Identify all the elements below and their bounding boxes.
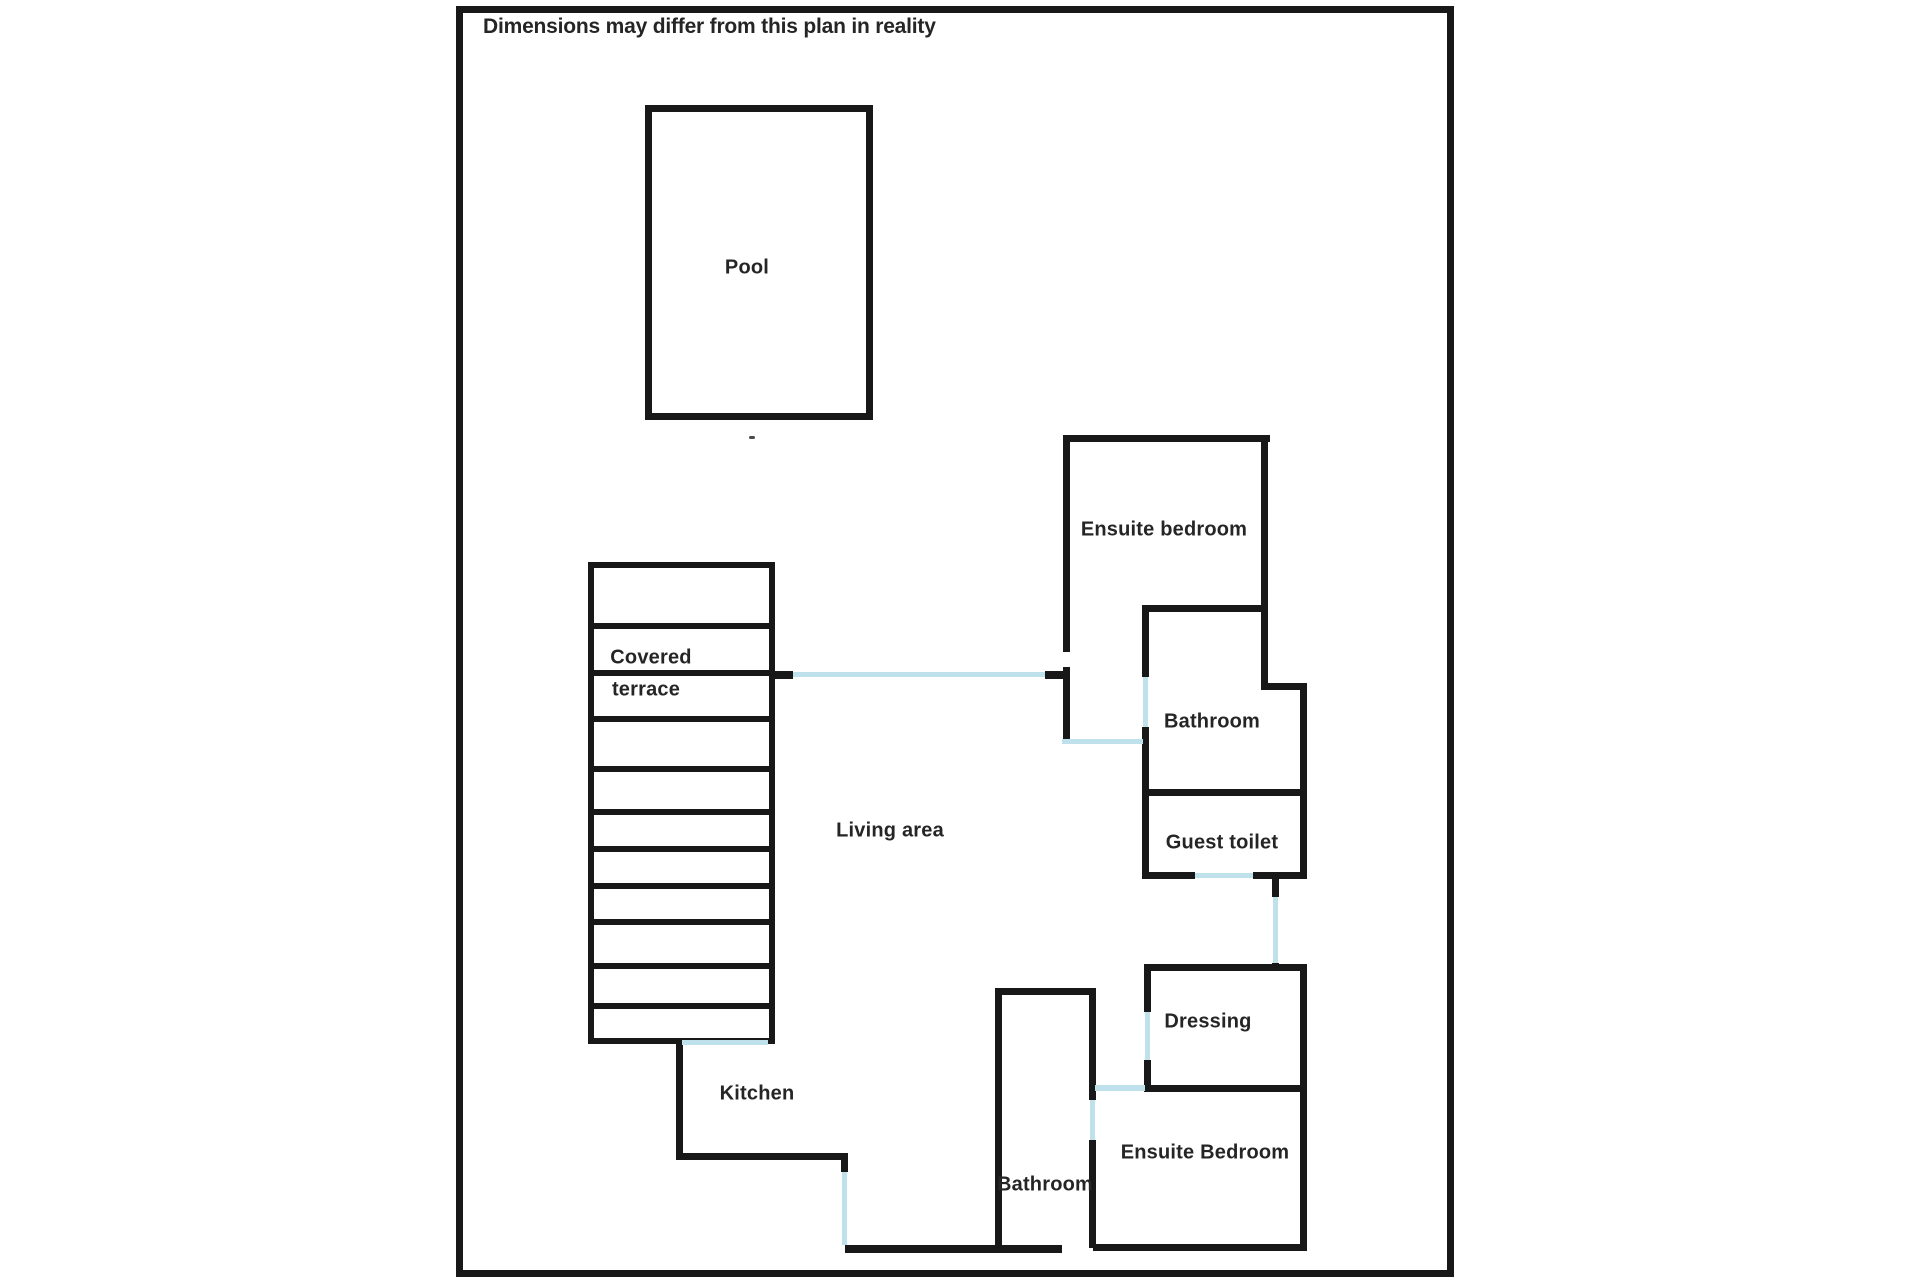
wall-right-wall-upper [1300,683,1307,879]
room-label-pool: Pool [724,256,770,279]
terrace-slat-line [588,623,775,629]
pool-room [645,105,873,420]
wall-kitchen-wall-left [676,1044,683,1160]
terrace-slat-line [588,670,775,676]
room-label-living-area: Living area [836,819,944,842]
wall-terrace-door-left-cap [775,671,793,679]
door-dressing-door [1145,1012,1150,1060]
wall-bottom-wall-right-section [1093,1244,1307,1251]
wall-bathroom2-wall-right-lower [1089,1140,1096,1248]
wall-ensuite-top-wall-right [1261,435,1268,689]
room-label-covered: Covered [610,646,692,669]
room-label-guest-toilet: Guest toilet [1165,831,1279,854]
wall-dressing-wall-top [1145,964,1307,971]
wall-ensuite-top-wall-top [1063,435,1270,442]
plan-border [456,6,1454,1277]
wall-bath-guest-divider [1145,789,1307,796]
wall-bathroom2-wall-left [995,988,1002,1253]
terrace-slat-line [588,963,775,969]
terrace-slat-line [588,846,775,852]
wall-bathroom2-wall-top [997,988,1096,995]
wall-dressing-wall-left-upper [1144,964,1151,1012]
wall-corridor-cap-top [1272,879,1279,897]
covered-terrace-room [588,562,775,1044]
wall-bathroom2-wall-right-upper [1089,990,1096,1100]
door-bathroom-top-door [1143,677,1148,727]
door-terrace-kitchen-opening [682,1040,768,1045]
wall-kitchen-wall-bottom [676,1153,848,1160]
wall-bathroom-wall-left-upper [1142,605,1149,677]
door-kitchen-door [842,1172,847,1245]
terrace-slat-line [588,1003,775,1009]
wall-ensuite-top-wall-left-b [1063,667,1070,744]
wall-bathroom-top-wall [1145,605,1268,612]
plan-title: Dimensions may differ from this plan in … [483,15,936,38]
wall-dressing-wall-left-lower [1144,1060,1151,1092]
wall-guest-bottom-wall-left [1142,872,1195,879]
wall-bathroom-step-wall [1261,683,1305,690]
wall-bottom-wall-left-section [845,1245,1062,1253]
room-label-bathroom-top: Bathroom [1163,710,1261,733]
door-corridor-door [1273,897,1278,963]
wall-bathroom-wall-left-lower [1142,727,1149,878]
door-terrace-living-opening [793,672,1045,677]
wall-right-wall-lower [1300,964,1307,1251]
terrace-slat-line [588,716,775,722]
room-label-terrace: terrace [611,678,681,701]
room-label-ensuite-bedroom-bottom: Ensuite Bedroom [1120,1141,1290,1164]
wall-kitchen-door-cap [841,1160,848,1172]
room-label-ensuite-bedroom-top: Ensuite bedroom [1080,518,1248,541]
terrace-slat-line [588,809,775,815]
door-hall-opening [1095,1085,1145,1091]
room-label-dressing: Dressing [1164,1010,1252,1033]
door-ensuite-top-entry [1062,739,1143,744]
terrace-slat-line [588,766,775,772]
wall-living-door-right-cap [1045,671,1063,679]
door-guest-toilet-door [1195,873,1253,878]
room-label-bathroom-bottom: Bathroom [996,1173,1094,1196]
wall-guest-bottom-wall-right [1253,872,1307,879]
door-bathroom2-door [1090,1100,1095,1140]
wall-ensuite-top-wall-left-a [1063,435,1070,652]
terrace-slat-line [588,919,775,925]
pool-mark-dot [749,436,755,439]
wall-dressing-wall-bottom [1145,1085,1307,1092]
terrace-slat-line [588,883,775,889]
room-label-kitchen: Kitchen [719,1082,795,1105]
